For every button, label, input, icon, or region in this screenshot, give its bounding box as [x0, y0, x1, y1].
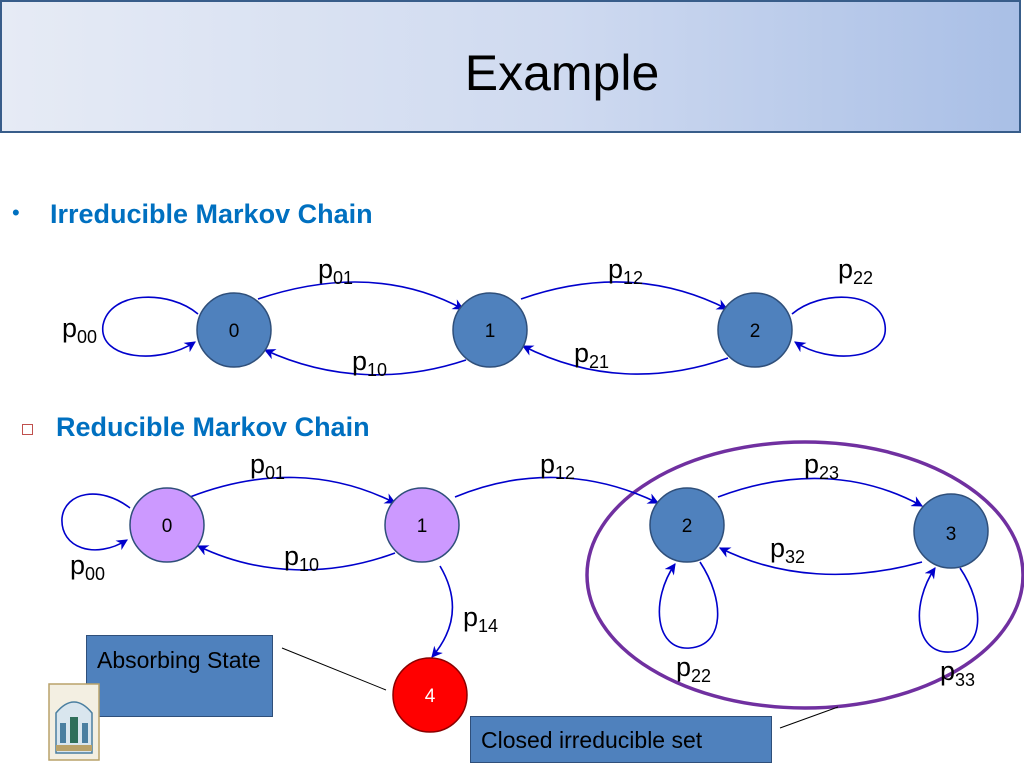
state-node-d2-2: [649, 487, 725, 563]
state-label-d1-2: 2: [750, 321, 761, 342]
edge-label-d2-p00: p00: [70, 550, 105, 584]
edge-label-d1-p22: p22: [838, 254, 873, 288]
state-label-d2-1: 1: [417, 516, 428, 537]
edge-label-d2-p14: p14: [463, 602, 498, 636]
edge-label-d2-p10: p10: [284, 541, 319, 575]
edge-d1-2-2: [791, 296, 886, 357]
closed-set-ellipse: [585, 440, 1024, 710]
edge-d2-1-4: [431, 565, 454, 658]
state-label-d2-0: 0: [162, 516, 173, 537]
diagram-irreducible: 0 1 2 p00 p01 p10 p12 p21 p22: [62, 254, 886, 380]
edge-label-d1-p01: p01: [318, 254, 353, 288]
callout-absorbing-state: Absorbing State: [86, 635, 273, 717]
bullet-dot-icon: •: [12, 200, 20, 225]
edge-d2-0-0: [61, 493, 131, 551]
square-bullet-icon: [22, 424, 33, 435]
state-label-d2-4: 4: [425, 686, 436, 707]
edge-d2-3-2: [718, 547, 923, 576]
edge-d2-1-0: [196, 545, 396, 571]
edge-d1-0-0: [102, 296, 199, 357]
diagram-reducible: 0 1 2 3 4 p00 p01 p10 p12 p14 p23 p32 p2…: [61, 440, 1024, 733]
edge-d2-0-1: [189, 476, 396, 504]
state-node-d1-2: [717, 292, 793, 368]
edge-label-d2-p33: p33: [940, 656, 975, 690]
state-label-d2-2: 2: [682, 516, 693, 537]
title-bar: [0, 0, 1021, 133]
edge-d2-1-2: [454, 476, 660, 504]
edge-d1-0-1: [257, 281, 464, 310]
edge-d2-2-2: [658, 561, 719, 649]
edge-label-d1-p00: p00: [62, 313, 97, 347]
state-label-d1-0: 0: [229, 321, 240, 342]
state-label-d2-3: 3: [946, 524, 957, 545]
state-node-d1-0: [196, 292, 272, 368]
edge-label-d2-p32: p32: [770, 533, 805, 567]
edge-label-d1-p10: p10: [352, 346, 387, 380]
edge-label-d2-p12: p12: [540, 449, 575, 483]
state-node-d1-1: [452, 292, 528, 368]
university-logo-icon: [48, 683, 100, 761]
state-label-d1-1: 1: [485, 321, 496, 342]
edge-d1-1-2: [520, 281, 728, 310]
state-node-d2-3: [913, 493, 989, 569]
state-node-d2-1: [384, 487, 460, 563]
callout-line-closed-set: [779, 706, 839, 729]
edge-d2-2-3: [717, 477, 923, 507]
callout-closed-irreducible-set: Closed irreducible set: [470, 716, 772, 763]
heading-irreducible: Irreducible Markov Chain: [50, 199, 373, 229]
slide-title: Example: [464, 45, 660, 101]
edge-label-d1-p12: p12: [608, 254, 643, 288]
heading-reducible: Reducible Markov Chain: [56, 412, 370, 442]
edge-label-d2-p01: p01: [250, 449, 285, 483]
callout-line-absorbing: [281, 647, 387, 691]
edge-label-d2-p23: p23: [804, 449, 839, 483]
state-node-d2-0: [129, 487, 205, 563]
edge-d1-2-1: [522, 345, 729, 375]
edge-label-d1-p21: p21: [574, 338, 609, 372]
edge-d1-1-0: [263, 349, 467, 376]
edge-label-d2-p22: p22: [676, 652, 711, 686]
edge-d2-3-3: [918, 567, 979, 653]
state-node-d2-4: [392, 657, 468, 733]
